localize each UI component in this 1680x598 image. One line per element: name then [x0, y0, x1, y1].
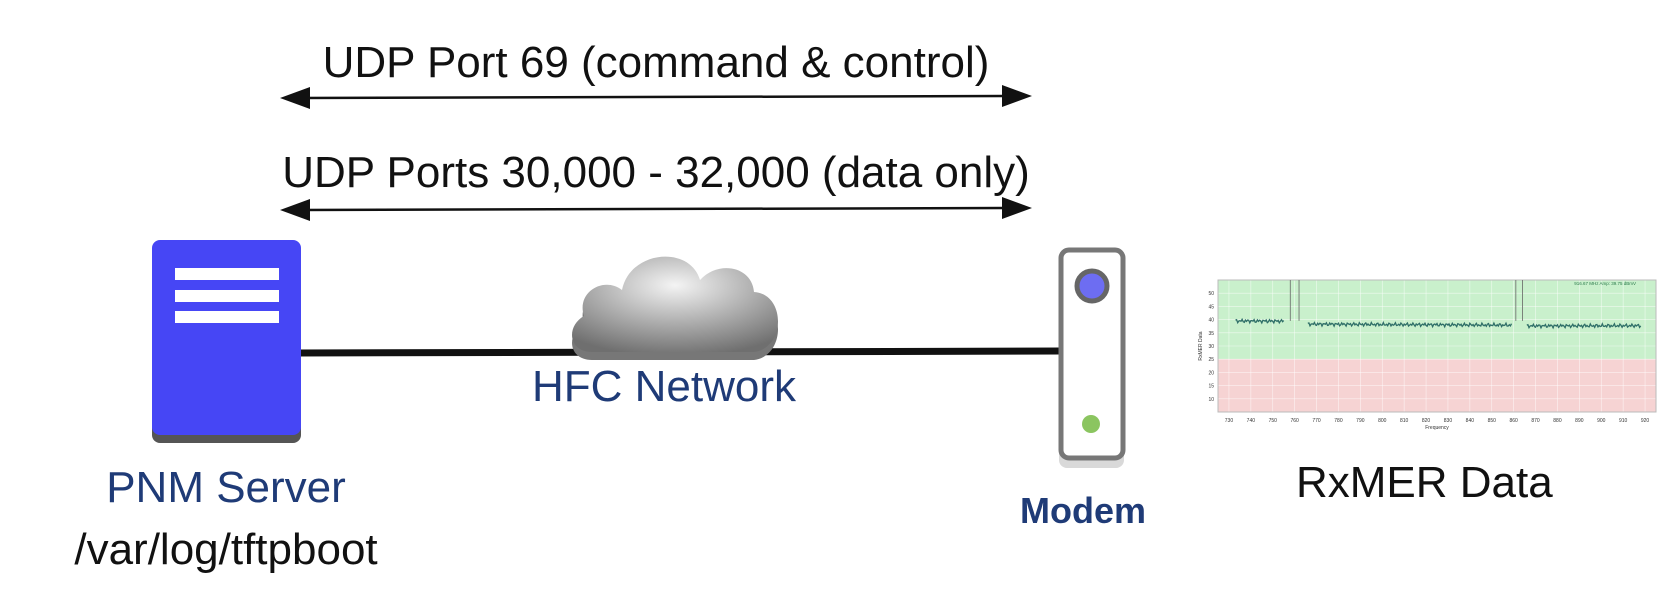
rxmer-chart: 730 740 750 760 770 780 790 800 810 820 830 840 850 8…	[1198, 279, 1657, 431]
chart-x-tick-label: 760	[1290, 418, 1299, 424]
cloud-icon	[572, 256, 778, 360]
chart-x-tick-label: 740	[1247, 418, 1256, 424]
server-icon	[152, 240, 301, 443]
data-only-label: UDP Ports 30,000 - 32,000 (data only)	[282, 148, 1030, 197]
chart-x-tick-label: 820	[1422, 418, 1431, 424]
chart-x-tick-label: 880	[1553, 418, 1562, 424]
modem-icon	[1058, 247, 1126, 468]
chart-y-tick-label: 10	[1208, 397, 1214, 403]
chart-x-tick-label: 920	[1641, 418, 1650, 424]
command-control-label: UDP Port 69 (command & control)	[322, 38, 990, 87]
chart-x-tick-label: 890	[1575, 418, 1584, 424]
chart-x-tick-label: 810	[1400, 418, 1409, 424]
chart-y-tick-label: 20	[1208, 370, 1214, 376]
command-control-arrow	[280, 85, 1032, 109]
chart-y-tick-label: 45	[1208, 304, 1214, 310]
chart-y-tick-label: 25	[1208, 357, 1214, 363]
pnm-server-label: PNM Server	[106, 463, 346, 512]
chart-y-tick-label: 40	[1208, 318, 1214, 324]
chart-header-note: 916.67 MHz Amp: 39.75 dBmV	[1574, 281, 1636, 286]
chart-y-tick-label: 30	[1208, 344, 1214, 350]
modem-status-led-bottom	[1082, 415, 1100, 433]
chart-y-tick-label: 15	[1208, 384, 1214, 390]
chart-x-tick-label: 730	[1225, 418, 1234, 424]
chart-x-tick-label: 790	[1356, 418, 1365, 424]
chart-x-tick-label: 770	[1312, 418, 1321, 424]
chart-series-line	[1526, 322, 1642, 330]
modem-label: Modem	[1020, 490, 1146, 531]
chart-x-tick-label: 860	[1509, 418, 1518, 424]
chart-x-tick-label: 900	[1597, 418, 1606, 424]
chart-x-tick-label: 910	[1619, 418, 1628, 424]
hfc-network-label: HFC Network	[532, 362, 797, 411]
chart-x-tick-label: 800	[1378, 418, 1387, 424]
modem-status-led-top	[1074, 268, 1110, 304]
chart-x-axis-label: Frequency	[1425, 425, 1449, 431]
chart-series-line	[1307, 320, 1513, 329]
chart-y-tick-label: 50	[1208, 291, 1214, 297]
chart-y-axis-label: RxMER Data	[1198, 331, 1204, 360]
chart-x-tick-label: 870	[1531, 418, 1540, 424]
chart-y-tick-label: 35	[1208, 331, 1214, 337]
chart-x-tick-label: 830	[1444, 418, 1453, 424]
chart-x-tick-label: 780	[1334, 418, 1343, 424]
rxmer-data-label: RxMER Data	[1296, 458, 1553, 507]
chart-frame	[1217, 279, 1657, 413]
data-only-arrow	[280, 197, 1032, 221]
chart-x-tick-label: 850	[1488, 418, 1497, 424]
chart-series-line	[1235, 317, 1285, 325]
server-path-label: /var/log/tftpboot	[74, 525, 378, 574]
chart-x-tick-label: 750	[1269, 418, 1278, 424]
chart-x-tick-label: 840	[1466, 418, 1475, 424]
